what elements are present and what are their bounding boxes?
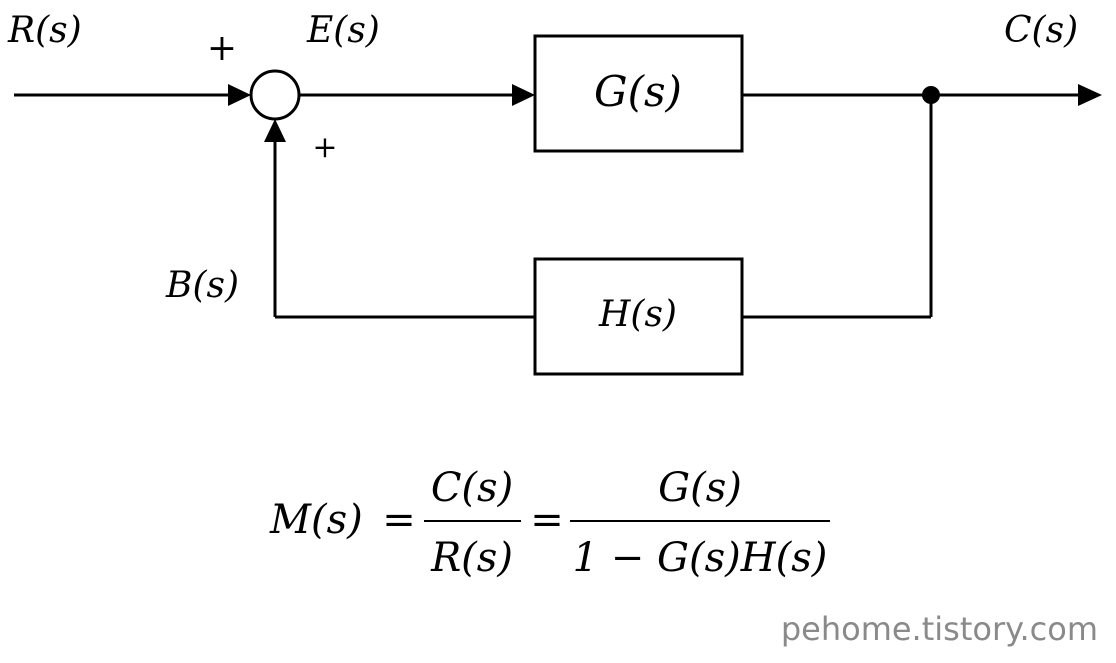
formula-frac1-denominator: R(s): [430, 535, 513, 581]
feedback-block-label: H(s): [598, 294, 677, 335]
error-arrowhead: [512, 84, 535, 106]
input-signal-label: R(s): [7, 10, 82, 51]
input-arrowhead: [228, 84, 251, 106]
feedback-sign: +: [312, 130, 337, 165]
input-sign: +: [207, 28, 237, 69]
formula-equals-1: =: [382, 497, 416, 543]
feedback-block-box: [533, 257, 744, 376]
output-signal-label: C(s): [1004, 10, 1078, 51]
formula-frac2-denominator: 1 − G(s)H(s): [573, 535, 828, 581]
transfer-function-formula: M(s) = C(s) R(s) = G(s) 1 − G(s)H(s): [269, 465, 830, 581]
output-arrowhead: [1078, 84, 1102, 106]
formula-equals-2: =: [530, 497, 564, 543]
feedback-arrowhead: [264, 119, 286, 142]
formula-lhs: M(s): [269, 497, 363, 543]
error-signal-label: E(s): [306, 10, 380, 51]
forward-block-box: [533, 34, 744, 153]
watermark: pehome.tistory.com: [781, 610, 1098, 648]
formula-frac2-numerator: G(s): [658, 465, 742, 511]
formula-frac1-numerator: C(s): [431, 465, 513, 511]
summing-junction: [249, 69, 301, 121]
forward-block-label: G(s): [594, 67, 682, 116]
feedback-signal-label: B(s): [165, 265, 239, 306]
